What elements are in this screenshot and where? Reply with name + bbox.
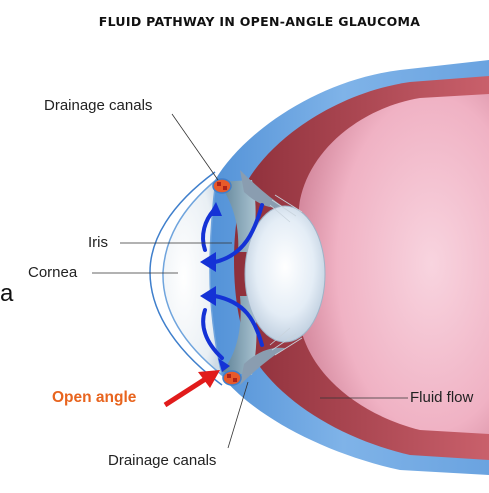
label-iris: Iris (88, 234, 108, 251)
stray-text: a (0, 280, 13, 308)
label-cornea: Cornea (28, 264, 77, 281)
drainage-canal-bottom (223, 371, 241, 385)
label-open-angle: Open angle (52, 389, 136, 407)
label-drainage-canals-bottom: Drainage canals (108, 452, 216, 469)
lens (245, 206, 325, 342)
drainage-canal-top (213, 179, 231, 193)
label-drainage-canals-top: Drainage canals (44, 97, 152, 114)
open-angle-arrow (165, 370, 220, 405)
label-fluid-flow: Fluid flow (410, 389, 473, 406)
